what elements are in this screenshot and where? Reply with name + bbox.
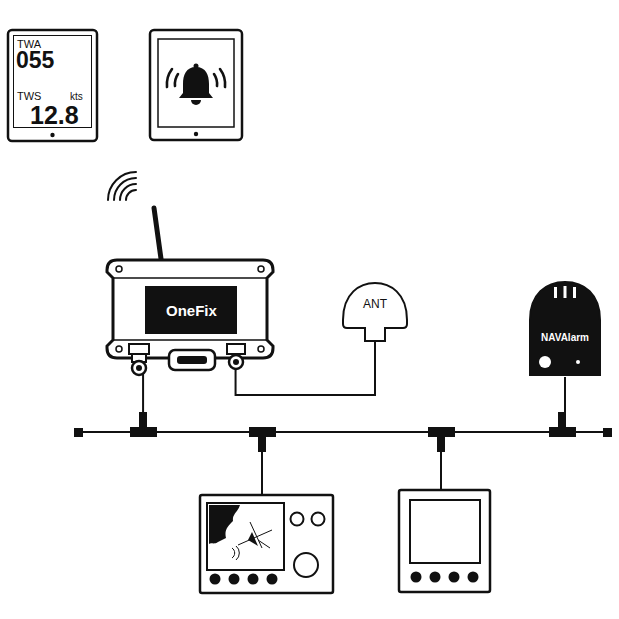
tablet <box>8 30 97 141</box>
drawing-part <box>603 428 612 437</box>
chartplotter <box>200 495 333 593</box>
drawing-part <box>120 184 136 200</box>
drawing-part <box>207 503 284 570</box>
drawing-part <box>177 356 207 364</box>
drawing-part <box>116 266 122 272</box>
drawing-part <box>107 260 273 358</box>
drawing-part <box>50 133 54 137</box>
drawing-part <box>74 428 83 437</box>
unit-label: kts <box>70 92 83 102</box>
drawing-part <box>564 286 567 298</box>
drawing-part <box>194 64 199 69</box>
drawing-part <box>258 436 266 452</box>
bell-icon <box>167 64 225 106</box>
drawing-part <box>232 522 272 560</box>
label-panel: OneFix <box>145 286 237 334</box>
drawing-part <box>220 69 225 87</box>
antenna <box>154 208 162 266</box>
drawing-part <box>229 574 240 585</box>
drawing-part <box>194 132 198 136</box>
drawing-part <box>530 282 600 375</box>
navalarm-device: NAVAlarm <box>528 280 602 377</box>
device-outline <box>528 280 602 377</box>
drawing-part <box>294 553 318 577</box>
drawing-part <box>258 346 264 352</box>
drawing-part <box>291 513 304 526</box>
drawing-part <box>343 283 407 341</box>
device-label: OneFix <box>166 303 217 318</box>
drawing-part <box>233 359 239 365</box>
drawing-part <box>437 436 445 452</box>
drawing-part <box>154 208 162 266</box>
drawing-part <box>108 172 136 200</box>
drawing-part <box>169 350 215 370</box>
drawing-part <box>8 30 97 141</box>
drawing-part <box>116 346 122 352</box>
data-value: 055 <box>16 49 54 72</box>
drawing-part <box>129 344 149 354</box>
drawing-part <box>191 100 201 105</box>
onefix-device: OneFix <box>105 258 275 360</box>
device-outline <box>340 280 410 342</box>
drawing-part <box>126 190 136 200</box>
drawing-part <box>150 30 242 140</box>
drawing-part <box>248 574 259 585</box>
drawing-part <box>232 548 235 558</box>
data-label: TWS <box>17 91 41 102</box>
network-backbone <box>74 412 612 495</box>
data-value: 12.8 <box>30 103 79 128</box>
drawing-part <box>214 74 217 86</box>
drawing-part <box>236 546 239 560</box>
drawing-part <box>113 278 267 340</box>
drawing-part <box>261 450 263 495</box>
drawing-part <box>175 74 178 86</box>
drawing-part <box>158 39 234 127</box>
drawing-part <box>248 532 258 546</box>
drawing-part <box>227 344 245 354</box>
drawing-part <box>209 505 240 544</box>
drawing-part <box>229 355 243 369</box>
drawing-part <box>167 69 172 87</box>
drawing-part <box>238 530 272 545</box>
tablet <box>150 30 242 140</box>
drawing-part <box>200 495 333 593</box>
drawing-part <box>267 574 278 585</box>
antenna-dome: ANT <box>340 280 410 342</box>
drawing-part <box>576 360 580 364</box>
wifi-waves <box>108 172 136 200</box>
drawing-part <box>539 356 551 368</box>
drawing-part <box>167 69 225 87</box>
drawing-part <box>132 361 146 375</box>
drawing-part <box>573 287 576 298</box>
drawing-part <box>114 178 136 200</box>
drawing-part <box>411 572 422 583</box>
drawing-part <box>468 572 479 583</box>
drawing-part <box>554 287 557 298</box>
drawing-part <box>258 266 264 272</box>
drawing-part <box>210 574 221 585</box>
drawing-part <box>410 500 480 563</box>
drawing-part <box>399 490 490 592</box>
drawing-part <box>449 572 460 583</box>
device-label: NAVAlarm <box>541 333 589 343</box>
tablet-screen: TWA055TWSkts12.8 <box>13 35 92 128</box>
drawing-part <box>430 572 441 583</box>
drawing-part <box>258 540 270 548</box>
device-label: ANT <box>363 298 387 310</box>
drawing-part <box>312 513 325 526</box>
drawing-part <box>440 450 442 490</box>
drawing-part <box>179 67 213 98</box>
instrument-display <box>399 490 490 592</box>
drawing-part <box>136 365 142 371</box>
